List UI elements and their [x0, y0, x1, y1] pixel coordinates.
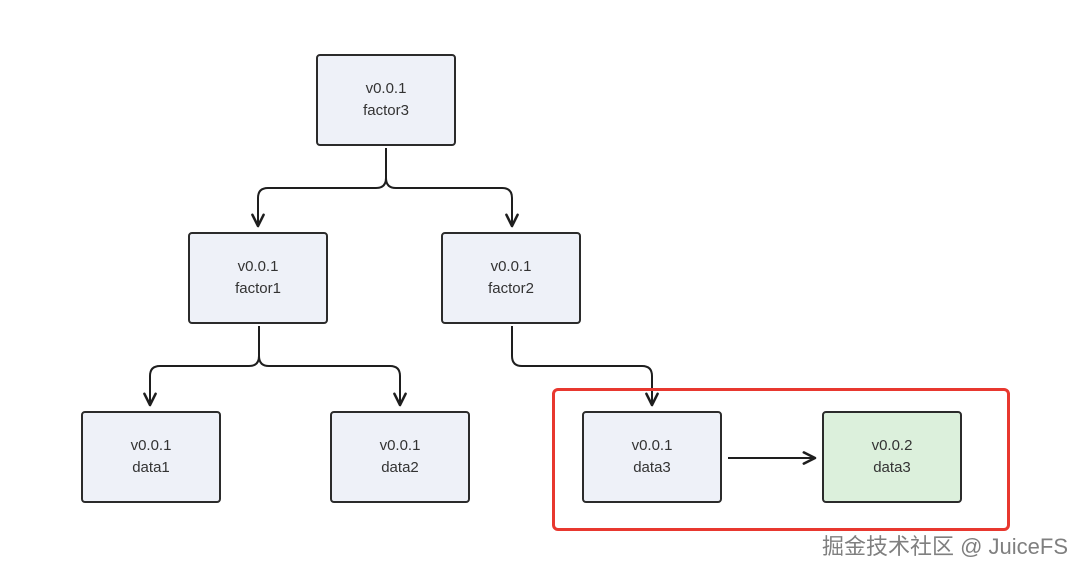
node-label: factor2	[488, 280, 534, 297]
node-version: v0.0.1	[379, 437, 421, 454]
node-data3-v1: v0.0.1 data3	[582, 411, 722, 503]
edge-factor3-factor1	[251, 148, 387, 228]
node-label: data1	[132, 459, 170, 476]
node-version: v0.0.1	[237, 258, 279, 275]
node-data1: v0.0.1 data1	[81, 411, 221, 503]
node-label: factor3	[363, 102, 409, 119]
node-version: v0.0.1	[490, 258, 532, 275]
node-version: v0.0.1	[631, 437, 673, 454]
node-factor3: v0.0.1 factor3	[316, 54, 456, 146]
node-data2: v0.0.1 data2	[330, 411, 470, 503]
changed-data-highlight-box	[552, 388, 1010, 531]
edge-factor1-data1	[143, 326, 260, 407]
node-version: v0.0.1	[365, 80, 407, 97]
node-version: v0.0.1	[130, 437, 172, 454]
watermark-text: 掘金技术社区 @ JuiceFS	[821, 534, 1068, 559]
edge-factor1-data2	[258, 326, 407, 407]
node-label: data3	[633, 459, 671, 476]
node-label: data2	[381, 459, 419, 476]
edge-factor2-data3	[511, 326, 659, 407]
node-version: v0.0.2	[871, 437, 913, 454]
node-factor1: v0.0.1 factor1	[188, 232, 328, 324]
node-factor2: v0.0.1 factor2	[441, 232, 581, 324]
edge-factor3-factor2	[385, 148, 519, 228]
node-label: factor1	[235, 280, 281, 297]
node-label: data3	[873, 459, 911, 476]
node-data3-v2: v0.0.2 data3	[822, 411, 962, 503]
